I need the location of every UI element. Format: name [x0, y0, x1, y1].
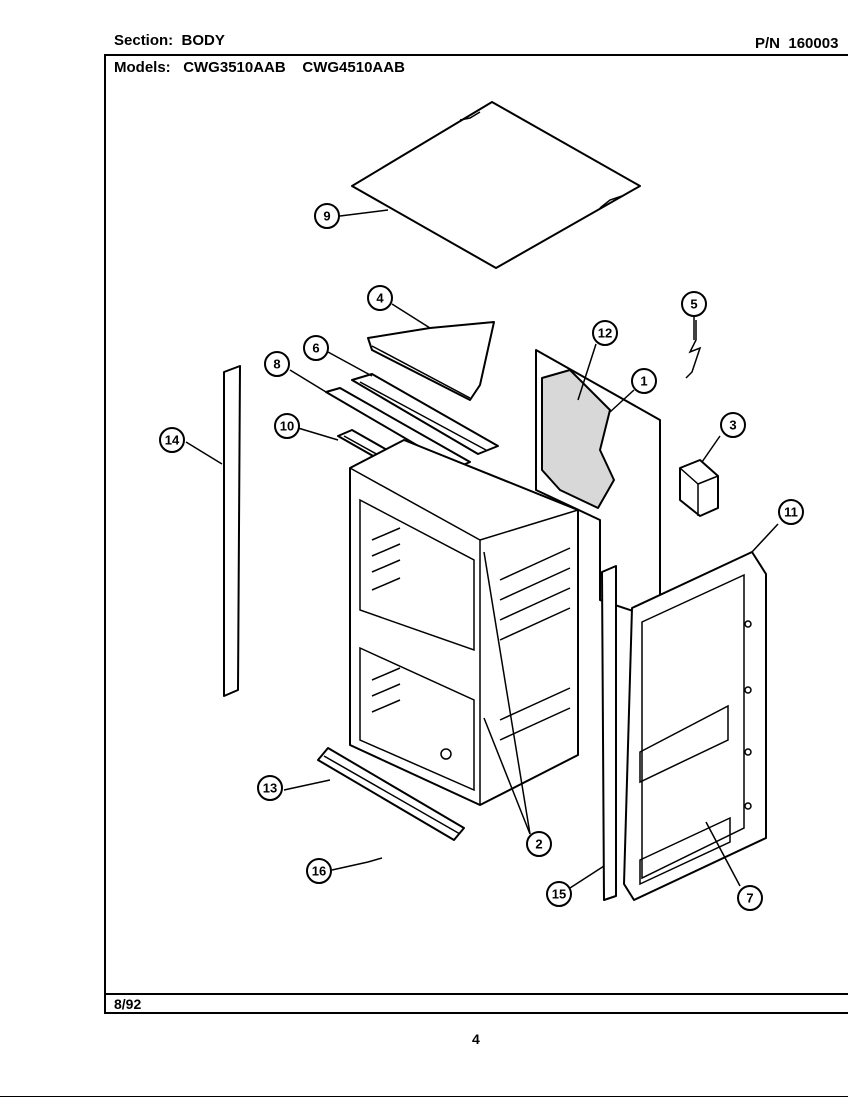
svg-text:11: 11 — [784, 505, 798, 520]
part-left-strip — [223, 365, 241, 697]
svg-text:5: 5 — [690, 297, 697, 312]
model-1: CWG3510AAB — [183, 59, 286, 76]
leader-lines — [185, 209, 779, 889]
svg-text:4: 4 — [376, 291, 384, 306]
svg-text:7: 7 — [746, 891, 753, 906]
pn-value: 160003 — [788, 35, 839, 52]
model-2: CWG4510AAB — [302, 59, 405, 76]
models-line: Models: CWG3510AAB CWG4510AAB — [114, 59, 405, 76]
callout-2: 2 — [526, 831, 552, 857]
callout-12: 12 — [592, 320, 618, 346]
callout-9: 9 — [314, 203, 340, 229]
part-cord — [685, 320, 702, 379]
part-junction-box — [679, 459, 719, 517]
part-front-frame — [623, 551, 767, 901]
callout-11: 11 — [778, 499, 804, 525]
callout-1: 1 — [631, 368, 657, 394]
callout-3: 3 — [720, 412, 746, 438]
svg-text:1: 1 — [640, 374, 647, 389]
callout-4: 4 — [367, 285, 393, 311]
part-top-panel — [351, 101, 641, 269]
part-channels — [325, 373, 499, 469]
svg-text:15: 15 — [552, 887, 566, 902]
svg-text:13: 13 — [263, 781, 277, 796]
svg-text:16: 16 — [312, 864, 326, 879]
bottom-rule — [0, 1096, 848, 1097]
svg-text:2: 2 — [535, 837, 542, 852]
footer-date: 8/92 — [114, 996, 142, 1012]
callout-5: 5 — [681, 291, 707, 317]
callout-14: 14 — [159, 427, 185, 453]
svg-text:12: 12 — [598, 326, 612, 341]
svg-text:10: 10 — [280, 419, 294, 434]
callout-13: 13 — [257, 775, 283, 801]
svg-text:14: 14 — [165, 433, 180, 448]
pn-label: P/N — [755, 35, 781, 52]
part-screw — [367, 748, 452, 863]
callout-6: 6 — [303, 335, 329, 361]
svg-text:6: 6 — [312, 341, 319, 356]
svg-text:3: 3 — [729, 418, 736, 433]
part-number: P/N 160003 — [755, 35, 838, 52]
models-label: Models: — [114, 59, 171, 76]
footer-rule — [104, 993, 848, 995]
part-right-strip — [601, 565, 617, 901]
callout-10: 10 — [274, 413, 300, 439]
page-number: 4 — [472, 1031, 480, 1047]
callout-8: 8 — [264, 351, 290, 377]
callout-15: 15 — [546, 881, 572, 907]
callout-7: 7 — [737, 885, 763, 911]
svg-text:9: 9 — [323, 209, 330, 224]
section-value: BODY — [181, 32, 225, 49]
svg-text:8: 8 — [273, 357, 280, 372]
section-label-text: Section: — [114, 32, 174, 49]
part-bottom-channel — [317, 747, 465, 841]
callout-16: 16 — [306, 858, 332, 884]
diagram-frame — [104, 54, 848, 1014]
section-label: Section: BODY — [114, 32, 225, 49]
part-oven-body — [349, 439, 579, 806]
